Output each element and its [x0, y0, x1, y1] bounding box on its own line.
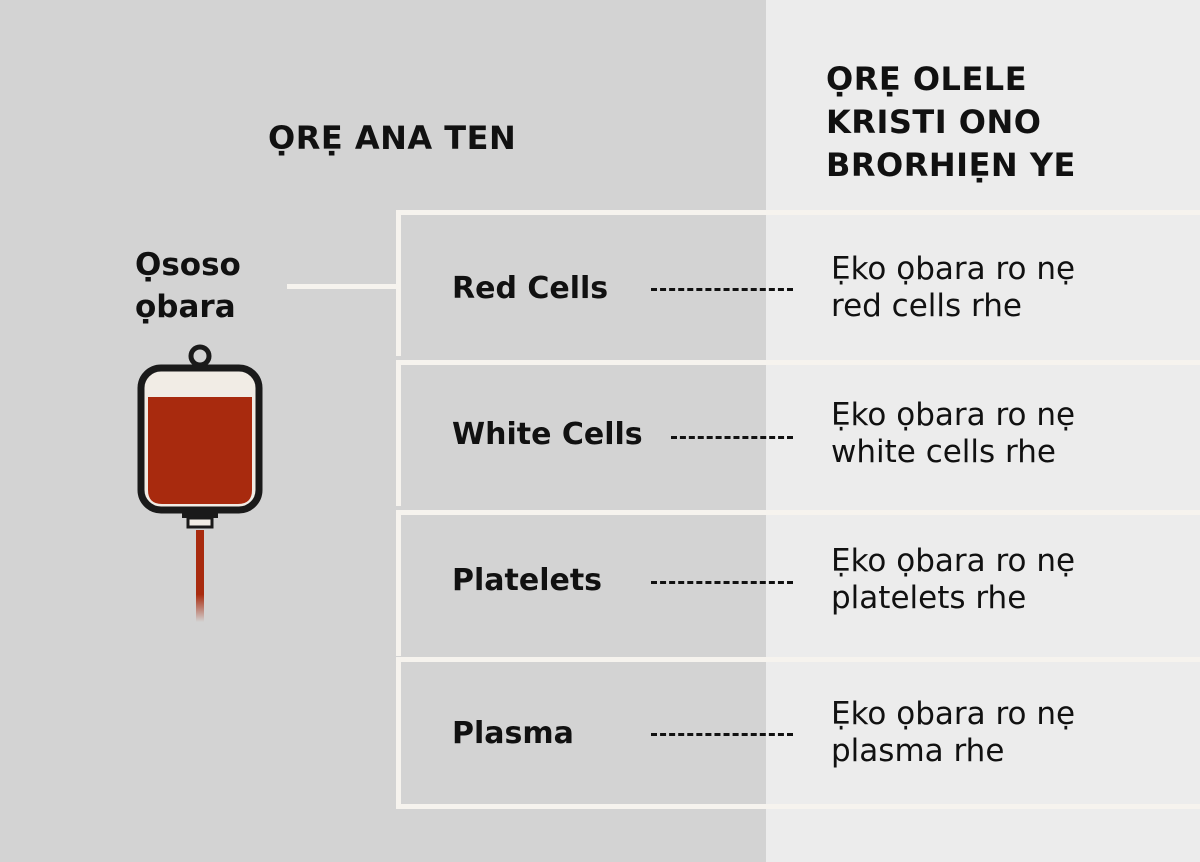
left-column-heading: ỌRẸ ANA TEN: [268, 117, 516, 160]
components-table: Red Cells Ẹko ọbara ro nẹ red cells rhe …: [396, 210, 1200, 807]
dashed-connector: [651, 581, 793, 584]
component-label-white-cells: White Cells: [452, 417, 643, 453]
whole-blood-label-line-1: Ọsoso: [135, 244, 241, 286]
component-description-white-cells: Ẹko ọbara ro nẹ white cells rhe: [831, 397, 1200, 471]
description-line-2: platelets rhe: [831, 580, 1200, 617]
component-row-plasma: Plasma Ẹko ọbara ro nẹ plasma rhe: [396, 657, 1200, 809]
right-heading-line-3: BRORHIẸN YE: [826, 144, 1186, 187]
whole-blood-label-line-2: ọbara: [135, 286, 241, 328]
dashed-connector: [651, 288, 793, 291]
description-line-2: plasma rhe: [831, 733, 1200, 770]
component-row-white-cells: White Cells Ẹko ọbara ro nẹ white cells …: [396, 360, 1200, 506]
component-description-platelets: Ẹko ọbara ro nẹ platelets rhe: [831, 543, 1200, 617]
description-line-1: Ẹko ọbara ro nẹ: [831, 251, 1200, 288]
whole-blood-label: Ọsoso ọbara: [135, 244, 241, 328]
component-label-plasma: Plasma: [452, 716, 574, 752]
right-heading-line-2: KRISTI ONO: [826, 101, 1186, 144]
connector-line: [287, 284, 399, 289]
description-line-2: white cells rhe: [831, 434, 1200, 471]
component-description-red-cells: Ẹko ọbara ro nẹ red cells rhe: [831, 251, 1200, 325]
component-label-red-cells: Red Cells: [452, 271, 608, 307]
description-line-1: Ẹko ọbara ro nẹ: [831, 397, 1200, 434]
description-line-1: Ẹko ọbara ro nẹ: [831, 696, 1200, 733]
component-row-platelets: Platelets Ẹko ọbara ro nẹ platelets rhe: [396, 510, 1200, 656]
description-line-2: red cells rhe: [831, 288, 1200, 325]
description-line-1: Ẹko ọbara ro nẹ: [831, 543, 1200, 580]
right-heading-line-1: ỌRẸ OLELE: [826, 58, 1186, 101]
component-row-red-cells: Red Cells Ẹko ọbara ro nẹ red cells rhe: [396, 210, 1200, 356]
right-column-heading: ỌRẸ OLELE KRISTI ONO BRORHIẸN YE: [826, 58, 1186, 187]
blood-bag-icon: [130, 340, 270, 630]
component-description-plasma: Ẹko ọbara ro nẹ plasma rhe: [831, 696, 1200, 770]
dashed-connector: [671, 436, 793, 439]
component-label-platelets: Platelets: [452, 563, 602, 599]
dashed-connector: [651, 733, 793, 736]
